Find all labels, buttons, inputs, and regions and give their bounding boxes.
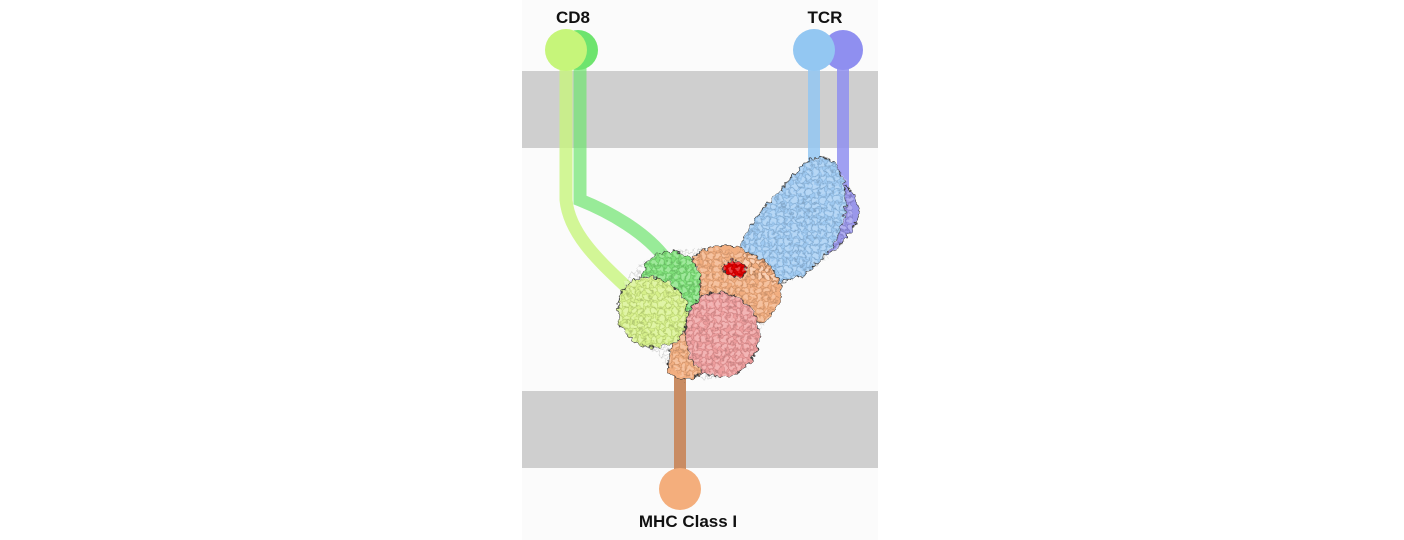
cd8-alpha-head — [545, 29, 587, 71]
tcr-alpha-head — [793, 29, 835, 71]
tcr-label: TCR — [807, 8, 843, 27]
mhc-class-i-label: MHC Class I — [638, 512, 738, 531]
cd8-label: CD8 — [555, 8, 591, 27]
tcr-beta-head — [823, 30, 863, 70]
surface-texture — [617, 156, 854, 379]
lower-membrane — [522, 391, 878, 468]
cd8-beta-tail — [573, 45, 672, 265]
mhc-head — [659, 468, 701, 510]
